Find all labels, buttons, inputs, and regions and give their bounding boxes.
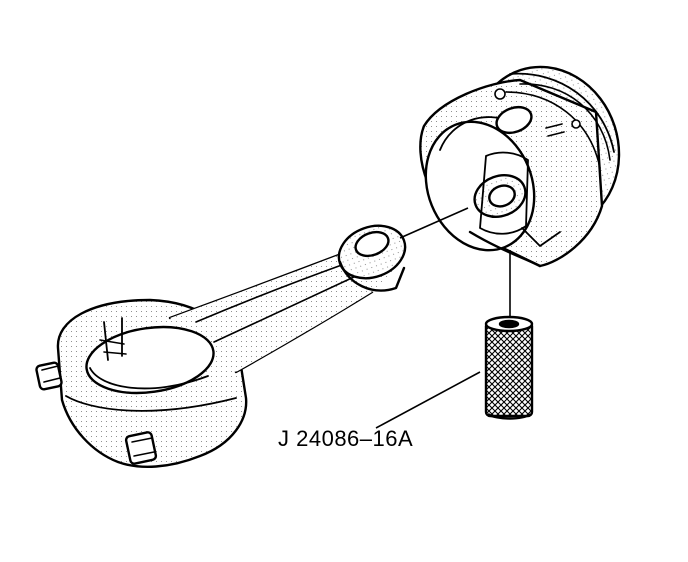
alignment-lines [399,207,511,318]
piston-icon [419,65,621,268]
tool-callout-label: J 24086–16A [278,426,414,451]
connecting-rod-icon [35,224,407,468]
rod-to-piston-line [399,207,469,239]
callout-leader-line [375,371,481,429]
piston-pin-icon [484,315,534,420]
